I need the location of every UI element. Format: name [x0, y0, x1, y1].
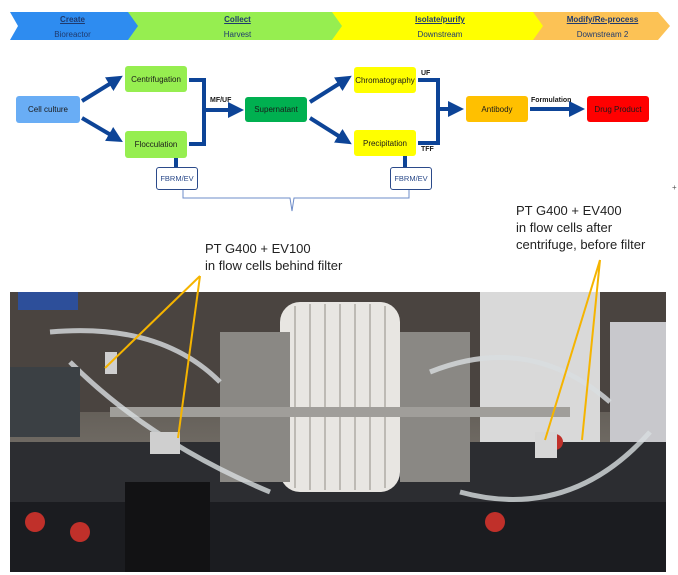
- arrow-to-centrifugation: [80, 75, 123, 103]
- equipment-photo: [10, 292, 666, 572]
- annotation-right-title: PT G400 + EV400: [516, 203, 622, 218]
- leader-right-1: [544, 259, 601, 441]
- arrow-to-chromatography: [308, 75, 352, 104]
- merge-bracket-1: [189, 78, 206, 146]
- cursor-mark: +: [672, 183, 677, 192]
- node-antibody: Antibody: [466, 96, 528, 122]
- stage-isolate: Isolate/purify Downstream: [345, 12, 535, 40]
- stage-chevron-collect: [128, 12, 348, 40]
- stage-title[interactable]: Modify/Re-process: [566, 15, 639, 24]
- node-cell-culture: Cell culture: [16, 96, 80, 123]
- leader-right-2: [581, 259, 601, 441]
- stage-subtitle: Harvest: [223, 30, 252, 39]
- annotation-left-sub: in flow cells behind filter: [205, 258, 343, 273]
- annotation-right-sub1: in flow cells after: [516, 220, 613, 235]
- stage-chevron-isolate: [332, 12, 550, 40]
- node-drug-product: Drug Product: [587, 96, 649, 122]
- node-chromatography: Chromatography: [354, 67, 416, 93]
- flow-connectors: +: [80, 75, 677, 212]
- node-centrifugation: Centrifugation: [125, 66, 187, 92]
- stage-banner: [10, 12, 670, 40]
- stage-modify: Modify/Re-process Downstream 2: [545, 12, 660, 40]
- fbrm-ev-box-2: FBRM/EV: [390, 167, 432, 190]
- arrow-to-precipitation: [308, 116, 352, 145]
- merge-bracket-2: [418, 78, 440, 145]
- label-formulation: Formulation: [531, 97, 572, 104]
- label-uf: UF: [421, 70, 431, 77]
- arrow-to-flocculation: [80, 116, 123, 143]
- leader-left-1: [104, 275, 201, 369]
- fbrm-ev-box-1: FBRM/EV: [156, 167, 198, 190]
- node-flocculation: Flocculation: [125, 131, 187, 158]
- annotation-right: PT G400 + EV400 in flow cells after cent…: [516, 202, 645, 253]
- grouping-brace: [182, 190, 410, 212]
- annotation-left-title: PT G400 + EV100: [205, 241, 311, 256]
- stage-subtitle: Bioreactor: [54, 30, 91, 39]
- label-tff: TFF: [421, 146, 434, 153]
- node-precipitation: Precipitation: [354, 130, 416, 156]
- node-supernatant: Supernatant: [245, 97, 307, 122]
- stage-chevron-create: [10, 12, 142, 40]
- stage-collect: Collect Harvest: [140, 12, 335, 40]
- stage-title[interactable]: Isolate/purify: [415, 15, 465, 24]
- photo-rendering: [10, 292, 666, 572]
- stage-subtitle: Downstream: [417, 30, 463, 39]
- stage-subtitle: Downstream 2: [576, 30, 629, 39]
- leader-left-2: [177, 275, 201, 439]
- stage-title[interactable]: Create: [60, 15, 85, 24]
- annotation-left: PT G400 + EV100 in flow cells behind fil…: [205, 240, 342, 274]
- annotation-right-sub2: centrifuge, before filter: [516, 237, 646, 252]
- stage-chevron-modify: [533, 12, 670, 40]
- label-mf-uf: MF/UF: [210, 97, 232, 104]
- stage-title[interactable]: Collect: [224, 15, 251, 24]
- stage-create: Create Bioreactor: [20, 12, 125, 40]
